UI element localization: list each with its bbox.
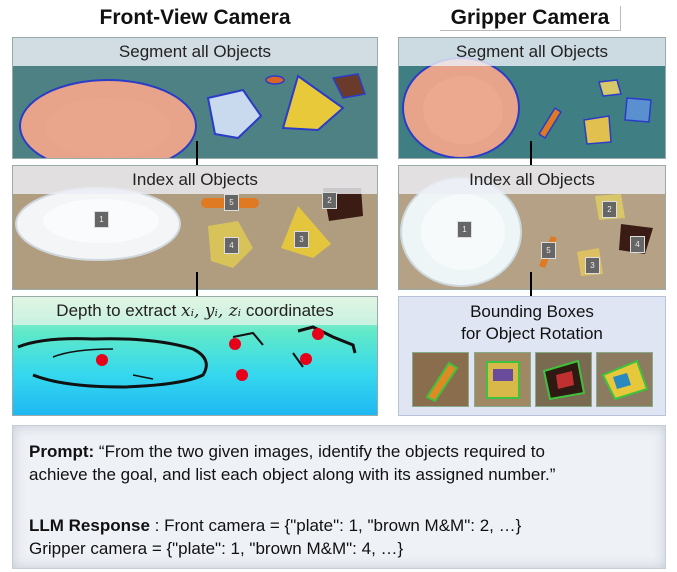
bbox-thumb-brown-bag — [535, 352, 592, 407]
front-index-panel: Index all Objects 1 5 2 4 3 — [12, 165, 378, 290]
gripper-step-index-label: Index all Objects — [399, 166, 665, 194]
front-arrow-2 — [191, 272, 203, 306]
gripper-tag-plate: 1 — [457, 221, 472, 238]
gripper-step-segment-label: Segment all Objects — [399, 38, 665, 66]
index-tag-5: 5 — [224, 194, 239, 211]
index-tag-plate: 1 — [94, 211, 109, 228]
front-camera-title: Front-View Camera — [99, 6, 291, 29]
depth-point-2 — [312, 328, 324, 340]
prompt-text-line2: achieve the goal, and list each object a… — [29, 465, 556, 484]
response-text-line2: Gripper camera = {"plate": 1, "brown M&M… — [29, 539, 404, 558]
yellow-bag-segment — [281, 74, 345, 132]
front-segment-panel: Segment all Objects — [12, 37, 378, 159]
prompt-paragraph: Prompt: “From the two given images, iden… — [29, 440, 659, 486]
prompt-text-line1: “From the two given images, identify the… — [98, 442, 545, 461]
bbox-title-line2: for Object Rotation — [461, 324, 603, 343]
front-step-depth-label: Depth to extract xᵢ, yᵢ, zᵢ coordinates — [13, 297, 377, 325]
index-tag-3: 3 — [294, 231, 309, 248]
wrapper-segment — [206, 88, 263, 140]
prompt-label: Prompt: — [29, 442, 95, 461]
gripper-segment-panel: Segment all Objects — [398, 37, 666, 159]
index-tag-4: 4 — [224, 237, 239, 254]
bbox-thumb-yellow-bag — [596, 352, 653, 407]
gripper-tag-3: 3 — [585, 257, 600, 274]
bbox-title: Bounding Boxes for Object Rotation — [399, 301, 665, 345]
front-step-index-label: Index all Objects — [13, 166, 377, 194]
index-tag-2: 2 — [322, 192, 337, 209]
depth-point-1 — [229, 338, 241, 350]
depth-label-text: Depth to extract — [56, 301, 177, 320]
gripper-tag-2: 2 — [602, 201, 617, 218]
depth-label-vars: xᵢ, yᵢ, zᵢ — [181, 301, 242, 321]
gripper-camera-title: Gripper Camera — [440, 6, 621, 31]
bbox-title-line1: Bounding Boxes — [470, 302, 594, 321]
depth-point-3 — [300, 353, 312, 365]
depth-label-tail: coordinates — [245, 301, 334, 320]
front-depth-panel: Depth to extract xᵢ, yᵢ, zᵢ coordinates — [12, 296, 378, 416]
gripper-arrow-2 — [525, 272, 537, 306]
bbox-thumb-yellow-pack — [474, 352, 531, 407]
depth-point-plate — [96, 354, 108, 366]
bbox-thumb-sausage — [412, 352, 469, 407]
response-label: LLM Response — [29, 516, 150, 535]
response-text-line1: : Front camera = {"plate": 1, "brown M&M… — [149, 516, 522, 535]
prompt-box: Prompt: “From the two given images, iden… — [12, 425, 666, 569]
gripper-index-panel: Index all Objects 1 2 5 4 3 — [398, 165, 666, 290]
depth-point-4 — [236, 369, 248, 381]
gripper-tag-4: 4 — [630, 236, 645, 253]
front-step-segment-label: Segment all Objects — [13, 38, 377, 66]
response-paragraph: LLM Response : Front camera = {"plate": … — [29, 514, 659, 560]
gripper-tag-5: 5 — [541, 242, 556, 259]
